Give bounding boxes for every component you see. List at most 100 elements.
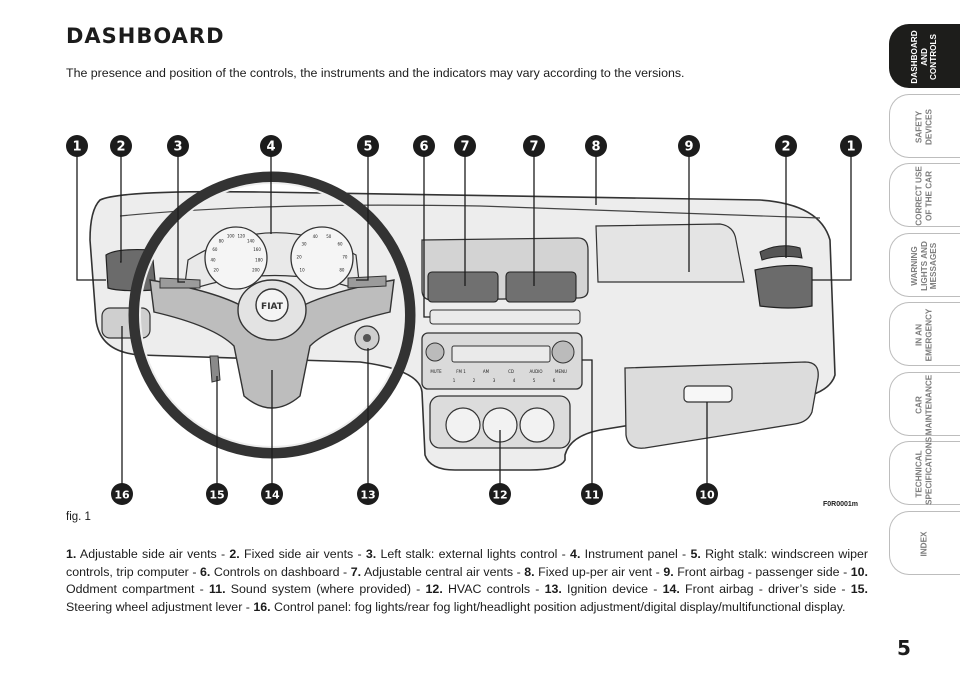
speedometer-tick: 80	[219, 238, 225, 243]
fiat-logo-text: FIAT	[261, 302, 284, 312]
ignition-keyhole	[363, 334, 371, 342]
radio-button-label: AM	[483, 369, 490, 374]
callout-circle-16	[111, 483, 133, 505]
passenger-airbag-panel	[595, 223, 745, 283]
left-control-panel	[101, 307, 151, 339]
caption-item-4: 4. Instrument panel -	[570, 547, 691, 561]
caption-item-15: 15. Steering wheel adjustment lever -	[66, 582, 868, 614]
callout-number: 2	[116, 140, 125, 155]
radio-menu-dial	[551, 340, 575, 364]
radio-preset-label: 1	[453, 378, 456, 383]
tab-label: WARNING LIGHTS AND MESSAGES	[909, 240, 938, 291]
callout-circle-7	[454, 135, 476, 157]
callout-number: 1	[72, 140, 81, 155]
speedometer-tick: 40	[210, 257, 216, 262]
hvac-knob-fan	[445, 407, 481, 443]
tab-label: CAR MAINTENANCE	[914, 374, 934, 435]
callout-number: 1	[846, 140, 855, 155]
callout-circle-14	[261, 483, 283, 505]
speedometer-tick: 200	[252, 268, 260, 273]
right-fixed-vent	[759, 245, 803, 261]
callout-number: 14	[264, 489, 280, 502]
radio-preset-label: 2	[473, 378, 476, 383]
caption-item-10: 10. Oddment compartment -	[66, 564, 868, 597]
callout-circle-4	[260, 135, 282, 157]
dashboard-button-strip	[429, 309, 581, 325]
tab-correct-use-of-the-car[interactable]: CORRECT USE OF THE CAR	[889, 163, 960, 227]
callout-number: 7	[460, 140, 469, 155]
callout-number: 15	[209, 489, 224, 502]
callout-number: 12	[492, 489, 507, 502]
callout-number: 2	[781, 140, 790, 155]
tab-in-an-emergency[interactable]: IN AN EMERGENCY	[889, 302, 960, 366]
speedometer-tick: 140	[247, 238, 255, 243]
tab-label: IN AN EMERGENCY	[914, 308, 934, 362]
tab-car-maintenance[interactable]: CAR MAINTENANCE	[889, 371, 960, 436]
speedometer-tick: 100	[227, 234, 235, 239]
caption-item-6: 6. Controls on dashboard -	[200, 564, 351, 579]
callout-circle-11	[581, 483, 603, 505]
central-vent-left	[427, 271, 499, 303]
tab-label: TECHNICAL SPECIFICATIONS	[914, 436, 934, 505]
tachometer-tick: 10	[300, 268, 306, 273]
tab-label: SAFETY DEVICES	[914, 108, 934, 145]
radio-button-label: CD	[508, 369, 514, 374]
callout-circle-2	[775, 135, 797, 157]
intro-text: The presence and position of the control…	[66, 66, 685, 80]
callout-number: 10	[699, 489, 715, 502]
callout-circle-10	[696, 483, 718, 505]
steering-wheel-spokes	[149, 279, 395, 409]
tab-safety-devices[interactable]: SAFETY DEVICES	[889, 93, 960, 158]
dashboard-top-edge	[119, 204, 821, 219]
caption-item-1: 1. Adjustable side air vents -	[66, 547, 230, 561]
caption-item-12: 12. HVAC controls -	[425, 582, 545, 596]
tab-warning-lights-and-messages[interactable]: WARNING LIGHTS AND MESSAGES	[889, 232, 960, 297]
speedometer-tick: 60	[212, 247, 218, 252]
radio-preset-label: 5	[533, 378, 536, 383]
tachometer-tick: 40	[313, 234, 319, 239]
tab-dashboard-and-controls[interactable]: DASHBOARD AND CONTROLS	[889, 24, 960, 88]
glovebox-handle	[683, 385, 733, 403]
callout-number: 3	[173, 140, 182, 155]
radio-preset-label: 4	[513, 378, 516, 383]
tab-label: DASHBOARD AND CONTROLS	[909, 30, 938, 84]
radio-button-label: MUTE	[430, 369, 442, 374]
callout-circle-12	[489, 483, 511, 505]
tachometer-tick: 20	[297, 254, 303, 259]
figure-label: fig. 1	[66, 511, 91, 523]
tachometer-tick: 60	[337, 242, 343, 247]
tab-label: CORRECT USE OF THE CAR	[914, 166, 934, 226]
radio-display	[451, 345, 551, 363]
callout-number: 4	[266, 140, 275, 155]
callout-number: 11	[584, 489, 599, 502]
radio-button-label: FM 1	[456, 369, 466, 374]
callout-number: 7	[529, 140, 538, 155]
tab-index[interactable]: INDEX	[889, 510, 960, 575]
callout-circle-1	[66, 135, 88, 157]
caption-item-3: 3. Left stalk: external lights control -	[365, 547, 571, 561]
right-stalk	[347, 275, 387, 289]
callout-number: 13	[360, 489, 375, 502]
caption-item-13: 13. Ignition device -	[544, 582, 663, 596]
radio-button-label: AUDIO	[529, 369, 542, 374]
tachometer-tick: 30	[301, 242, 307, 247]
callout-circle-5	[357, 135, 379, 157]
callout-number: 9	[684, 140, 693, 155]
caption-item-2: 2. Fixed side air vents -	[229, 547, 366, 561]
tachometer-tick: 70	[342, 254, 348, 259]
callout-circle-3	[167, 135, 189, 157]
caption-item-5: 5. Right stalk: windscreen wiper control…	[66, 547, 869, 579]
speedometer-tick: 20	[214, 268, 220, 273]
tab-technical-specifications[interactable]: TECHNICAL SPECIFICATIONS	[889, 436, 960, 505]
central-vent-right	[505, 271, 577, 303]
callout-number: 5	[363, 140, 372, 155]
caption-item-8: 8. Fixed up-per air vent -	[524, 564, 664, 579]
leader-lines	[76, 146, 852, 494]
callout-circle-2	[110, 135, 132, 157]
